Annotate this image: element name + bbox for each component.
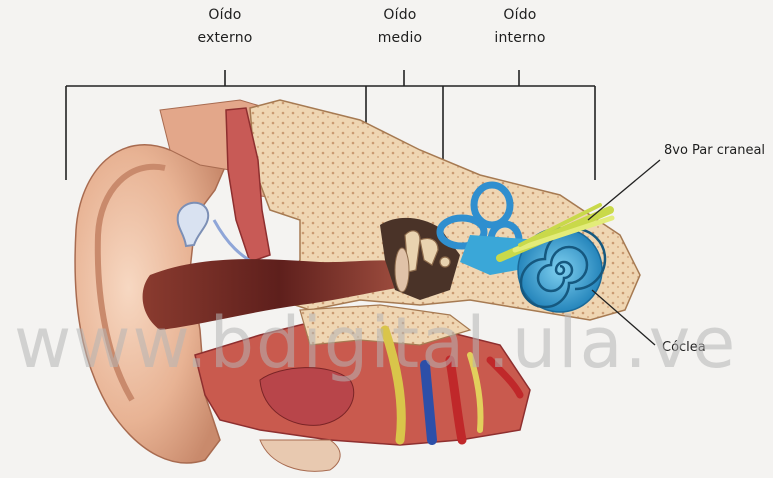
eardrum xyxy=(395,248,409,292)
nerve-pointer-line xyxy=(588,160,660,220)
earlobe xyxy=(260,440,340,471)
stapes xyxy=(440,257,450,267)
vein-blue xyxy=(425,365,432,440)
cochlea-label: Cóclea xyxy=(662,340,706,355)
cranial-nerve-label: 8vo Par craneal xyxy=(664,143,765,158)
